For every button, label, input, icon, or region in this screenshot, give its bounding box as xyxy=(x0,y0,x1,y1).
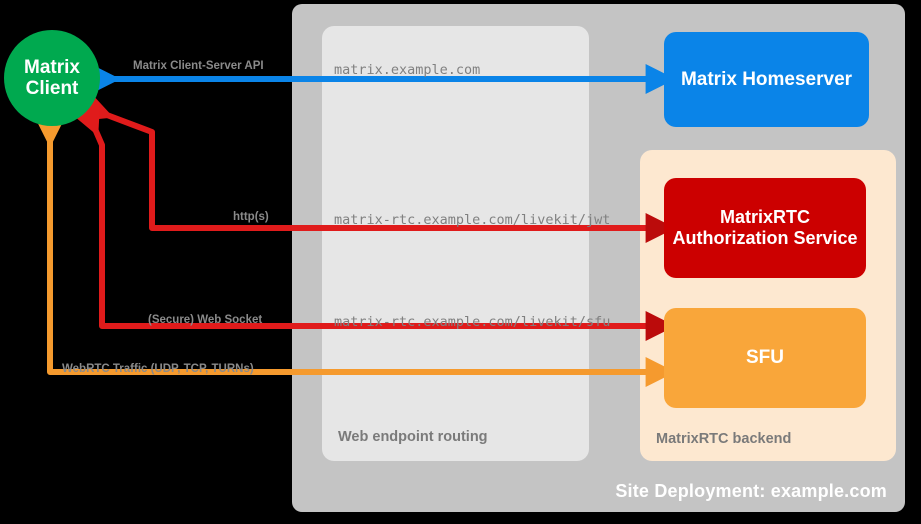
flow-label-webrtc: WebRTC Traffic (UDP, TCP, TURNs) xyxy=(62,363,254,375)
node-matrix-client-line2: Client xyxy=(25,78,79,99)
flow-label-websocket: (Secure) Web Socket xyxy=(148,314,263,326)
web-endpoint-routing-label: Web endpoint routing xyxy=(338,429,488,445)
site-deployment-label: Site Deployment: example.com xyxy=(615,481,887,501)
endpoint-livekit-sfu: matrix-rtc.example.com/livekit/sfu xyxy=(334,314,611,330)
node-matrix-client-line1: Matrix xyxy=(24,56,80,78)
matrixrtc-backend-label: MatrixRTC backend xyxy=(656,431,792,447)
node-matrix-client[interactable]: Matrix Client xyxy=(4,30,100,126)
endpoint-livekit-jwt: matrix-rtc.example.com/livekit/jwt xyxy=(334,212,611,228)
node-sfu[interactable]: SFU xyxy=(664,308,866,408)
node-matrixrtc-authorization-service[interactable]: MatrixRTC Authorization Service xyxy=(664,178,866,278)
node-matrix-homeserver[interactable]: Matrix Homeserver xyxy=(664,32,869,127)
flow-webrtc xyxy=(35,117,676,387)
flow-label-cs-api: Matrix Client-Server API xyxy=(133,60,264,72)
endpoint-matrix: matrix.example.com xyxy=(334,62,481,78)
node-matrix-homeserver-label: Matrix Homeserver xyxy=(680,68,853,90)
flow-label-http: http(s) xyxy=(233,211,269,223)
flow-http xyxy=(80,92,676,243)
node-matrixrtc-authorization-service-label: MatrixRTC Authorization Service xyxy=(672,207,858,248)
node-sfu-label: SFU xyxy=(746,347,784,369)
